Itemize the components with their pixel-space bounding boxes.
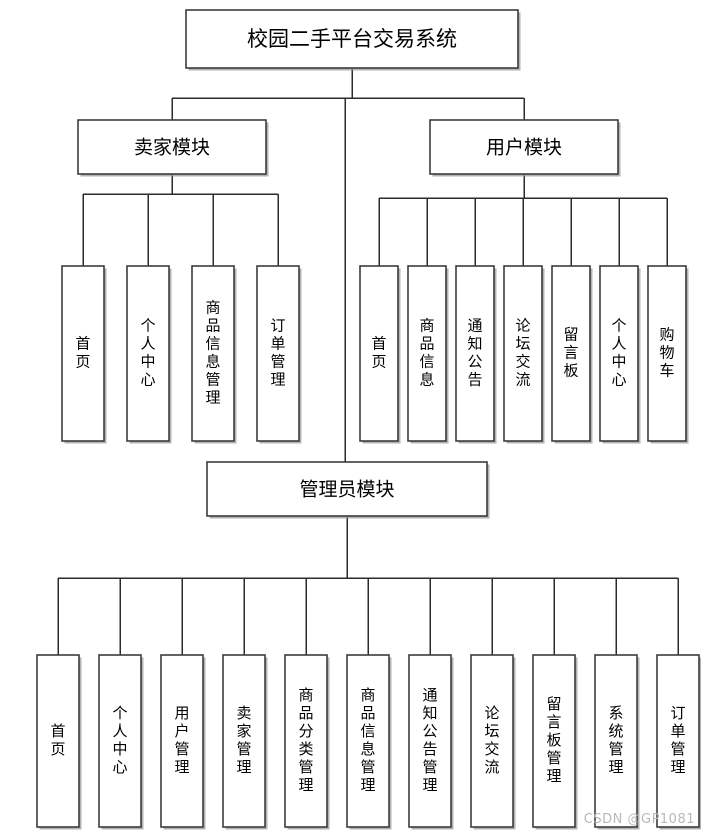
box-outline <box>532 654 576 828</box>
box-outline <box>284 654 328 828</box>
leaf-node-seller-1[interactable]: 个人中心 <box>126 265 172 444</box>
module-node-user[interactable]: 用户模块 <box>429 119 621 177</box>
module-node-admin[interactable]: 管理员模块 <box>206 461 490 519</box>
leaf-node-admin-5[interactable]: 商品信息管理 <box>346 654 392 830</box>
leaf-node-user-3[interactable]: 论坛交流 <box>503 265 545 444</box>
module-label-admin: 管理员模块 <box>299 479 394 501</box>
leaf-node-admin-7[interactable]: 论坛交流 <box>470 654 516 830</box>
leaf-label-admin-6: 通知公告管理 <box>422 686 437 794</box>
leaf-label-admin-0: 首页 <box>50 722 65 758</box>
leaf-node-admin-0[interactable]: 首页 <box>36 654 82 830</box>
leaf-label-user-2: 通知公告 <box>467 316 482 388</box>
leaf-label-admin-7: 论坛交流 <box>484 704 499 776</box>
leaf-label-admin-1: 个人中心 <box>112 704 127 776</box>
box-outline <box>160 654 204 828</box>
box-outline <box>551 265 591 442</box>
box-outline <box>455 265 495 442</box>
leaf-node-seller-0[interactable]: 首页 <box>61 265 107 444</box>
leaf-node-user-1[interactable]: 商品信息 <box>407 265 449 444</box>
leaf-label-seller-1: 个人中心 <box>140 316 155 388</box>
box-outline <box>407 265 447 442</box>
box-outline <box>126 265 170 442</box>
box-outline <box>470 654 514 828</box>
leaf-label-user-0: 首页 <box>371 334 386 370</box>
box-outline <box>191 265 235 442</box>
leaf-node-admin-2[interactable]: 用户管理 <box>160 654 206 830</box>
leaf-node-user-0[interactable]: 首页 <box>359 265 401 444</box>
leaf-label-seller-2: 商品信息管理 <box>205 298 220 406</box>
root-node[interactable]: 校园二手平台交易系统 <box>185 9 521 71</box>
box-outline <box>222 654 266 828</box>
module-label-user: 用户模块 <box>486 137 562 159</box>
leaf-label-user-3: 论坛交流 <box>515 316 530 388</box>
leaf-label-user-1: 商品信息 <box>419 316 434 388</box>
leaf-label-admin-8: 留言板管理 <box>546 695 561 785</box>
box-outline <box>594 654 638 828</box>
node-boxes: 校园二手平台交易系统卖家模块首页个人中心商品信息管理订单管理用户模块首页商品信息… <box>36 9 701 830</box>
box-outline <box>408 654 452 828</box>
box-outline <box>647 265 687 442</box>
leaf-node-admin-4[interactable]: 商品分类管理 <box>284 654 330 830</box>
leaf-label-admin-9: 系统管理 <box>608 704 623 776</box>
leaf-label-seller-3: 订单管理 <box>270 316 285 388</box>
leaf-label-user-6: 购物车 <box>659 325 674 379</box>
leaf-node-admin-6[interactable]: 通知公告管理 <box>408 654 454 830</box>
leaf-label-admin-3: 卖家管理 <box>236 704 251 776</box>
box-outline <box>256 265 300 442</box>
module-node-seller[interactable]: 卖家模块 <box>77 119 269 177</box>
connector-lines <box>57 68 679 655</box>
box-outline <box>599 265 639 442</box>
box-outline <box>429 119 619 175</box>
leaf-node-admin-1[interactable]: 个人中心 <box>98 654 144 830</box>
leaf-node-user-2[interactable]: 通知公告 <box>455 265 497 444</box>
leaf-node-admin-8[interactable]: 留言板管理 <box>532 654 578 830</box>
box-outline <box>503 265 543 442</box>
box-outline <box>206 461 488 517</box>
leaf-label-user-4: 留言板 <box>563 325 578 379</box>
box-outline <box>77 119 267 175</box>
leaf-node-seller-3[interactable]: 订单管理 <box>256 265 302 444</box>
leaf-label-admin-2: 用户管理 <box>174 704 189 776</box>
leaf-label-admin-5: 商品信息管理 <box>360 686 375 794</box>
box-outline <box>359 265 399 442</box>
module-label-seller: 卖家模块 <box>134 137 210 159</box>
leaf-node-user-6[interactable]: 购物车 <box>647 265 689 444</box>
leaf-node-admin-3[interactable]: 卖家管理 <box>222 654 268 830</box>
box-outline <box>346 654 390 828</box>
leaf-label-admin-10: 订单管理 <box>670 704 685 776</box>
leaf-node-admin-9[interactable]: 系统管理 <box>594 654 640 830</box>
leaf-label-seller-0: 首页 <box>75 334 90 370</box>
leaf-node-user-5[interactable]: 个人中心 <box>599 265 641 444</box>
box-outline <box>185 9 519 69</box>
box-outline <box>656 654 700 828</box>
leaf-node-admin-10[interactable]: 订单管理 <box>656 654 701 830</box>
root-label: 校园二手平台交易系统 <box>247 27 457 51</box>
leaf-label-user-5: 个人中心 <box>611 316 626 388</box>
leaf-label-admin-4: 商品分类管理 <box>298 686 313 794</box>
leaf-node-seller-2[interactable]: 商品信息管理 <box>191 265 237 444</box>
box-outline <box>61 265 105 442</box>
box-outline <box>36 654 80 828</box>
box-outline <box>98 654 142 828</box>
leaf-node-user-4[interactable]: 留言板 <box>551 265 593 444</box>
